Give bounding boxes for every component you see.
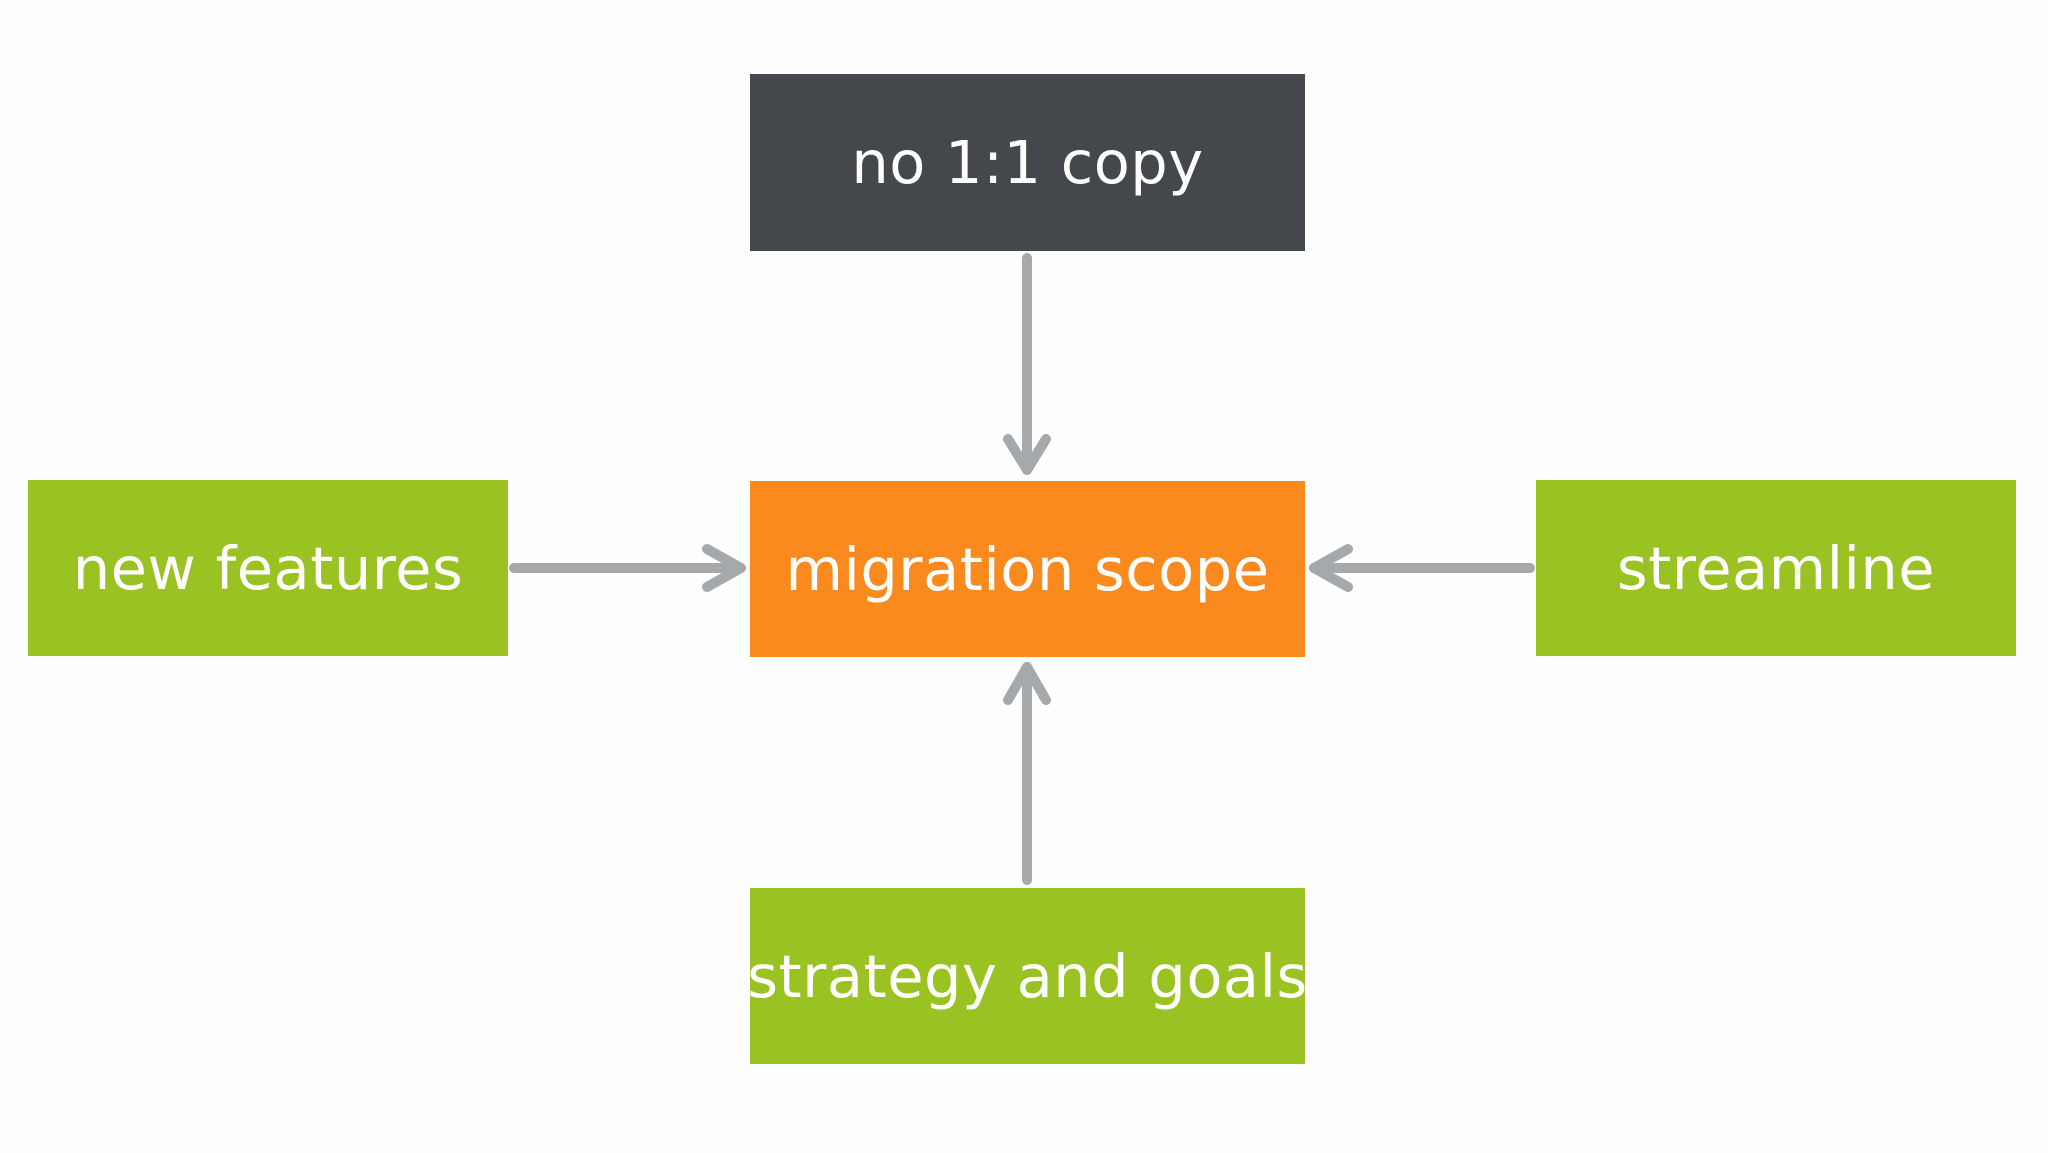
node-strategy-and-goals-label: strategy and goals <box>747 941 1308 1011</box>
node-no-copy: no 1:1 copy <box>750 74 1305 251</box>
node-streamline: streamline <box>1536 480 2016 656</box>
node-strategy-and-goals: strategy and goals <box>747 888 1308 1064</box>
node-new-features: new features <box>28 480 508 656</box>
node-streamline-label: streamline <box>1616 533 1936 603</box>
node-migration-scope: migration scope <box>750 481 1305 657</box>
node-migration-scope-label: migration scope <box>785 534 1270 604</box>
arrow-right-to-center-head <box>1309 544 1353 592</box>
node-new-features-label: new features <box>72 533 464 603</box>
arrow-bottom-to-center-head <box>1003 662 1051 705</box>
node-no-copy-label: no 1:1 copy <box>851 128 1204 197</box>
arrow-left-to-center-head <box>702 544 746 592</box>
arrow-top-to-center-head <box>1003 434 1051 475</box>
